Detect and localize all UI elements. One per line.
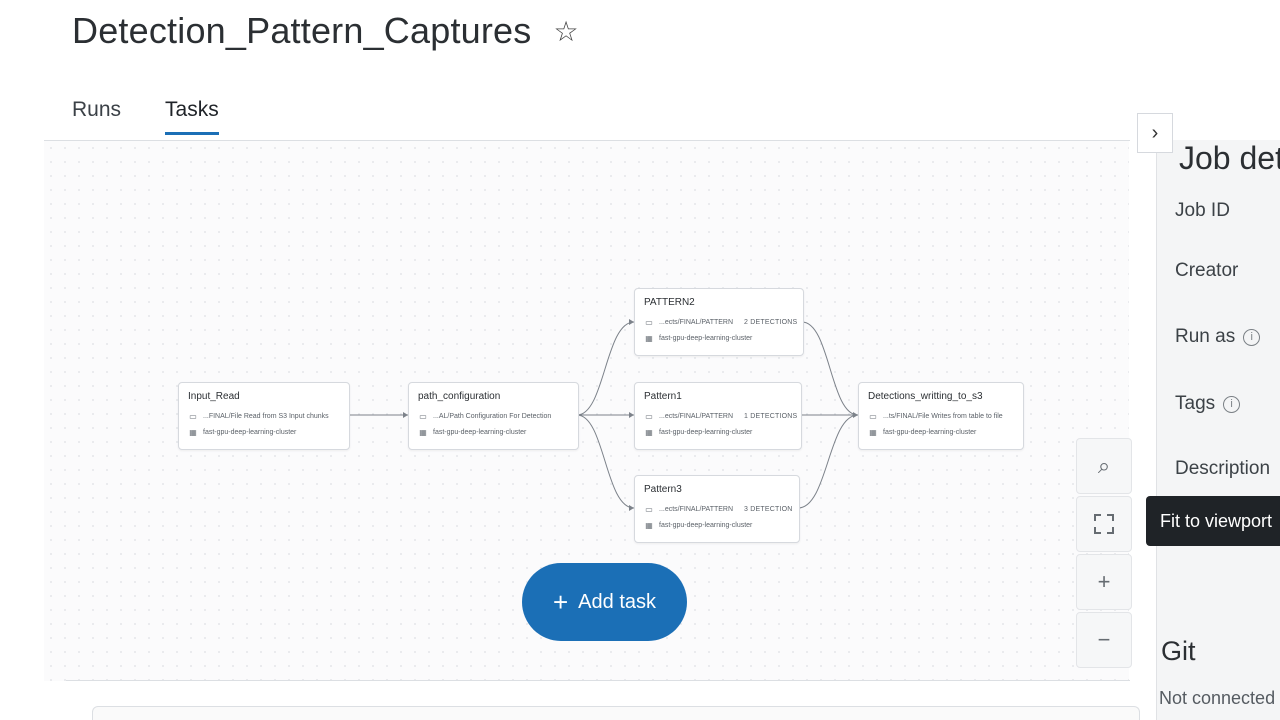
info-icon[interactable]: i bbox=[1243, 328, 1261, 346]
git-status[interactable]: Not connected bbox=[1159, 688, 1276, 708]
folder-icon: ▭ bbox=[645, 318, 653, 327]
task-path: ...ects/FINAL/PATTERN bbox=[659, 506, 734, 513]
task-path: ...FINAL/File Read from S3 Input chunks bbox=[203, 413, 329, 420]
run-as-label: Run as i bbox=[1175, 326, 1261, 348]
tab-divider bbox=[44, 140, 1130, 141]
job-id-label-text: Job ID bbox=[1175, 200, 1230, 221]
task-cluster: fast-gpu-deep-learning-cluster bbox=[659, 522, 753, 529]
canvas-bottom-divider bbox=[66, 680, 1130, 681]
creator-label: Creator bbox=[1175, 260, 1238, 282]
fit-viewport-icon bbox=[1094, 514, 1114, 534]
task-name: Detections_writting_to_s3 bbox=[868, 391, 983, 402]
bottom-panel-edge bbox=[92, 706, 1140, 720]
info-icon[interactable]: i bbox=[1223, 395, 1241, 413]
task-cluster: fast-gpu-deep-learning-cluster bbox=[883, 429, 977, 436]
add-task-button[interactable]: + Add task bbox=[522, 563, 687, 641]
description-label: Description bbox=[1175, 458, 1270, 480]
cluster-icon: ▦ bbox=[189, 428, 197, 437]
tags-label: Tags i bbox=[1175, 393, 1241, 415]
detections-badge: 3 DETECTION bbox=[744, 506, 793, 513]
task-node-pattern3[interactable]: Pattern3 ▭ ...ects/FINAL/PATTERN 3 DETEC… bbox=[634, 475, 800, 543]
cluster-icon: ▦ bbox=[645, 334, 653, 343]
task-cluster: fast-gpu-deep-learning-cluster bbox=[433, 429, 527, 436]
folder-icon: ▭ bbox=[189, 412, 197, 421]
task-name: path_configuration bbox=[418, 391, 501, 402]
tags-label-text: Tags bbox=[1175, 393, 1216, 414]
detections-badge: 2 DETECTIONS bbox=[744, 319, 798, 326]
tab-bar: Runs Tasks bbox=[72, 98, 219, 135]
task-path: ...ts/FINAL/File Writes from table to fi… bbox=[883, 413, 1003, 420]
job-details-panel: Job details Job ID Creator Run as i Tags… bbox=[1156, 140, 1280, 720]
task-node-path-configuration[interactable]: path_configuration ▭ ...AL/Path Configur… bbox=[408, 382, 579, 450]
search-icon: ⌕ bbox=[1097, 453, 1111, 478]
tab-runs[interactable]: Runs bbox=[72, 98, 122, 121]
task-node-input-read[interactable]: Input_Read ▭ ...FINAL/File Read from S3 … bbox=[178, 382, 350, 450]
task-name: PATTERN2 bbox=[644, 297, 695, 308]
task-path: ...AL/Path Configuration For Detection bbox=[433, 413, 552, 420]
folder-icon: ▭ bbox=[645, 505, 653, 514]
add-task-label: Add task bbox=[578, 590, 656, 613]
zoom-out-icon: − bbox=[1097, 627, 1111, 652]
zoom-in-icon: + bbox=[1097, 569, 1111, 594]
task-node-pattern1[interactable]: Pattern1 ▭ ...ects/FINAL/PATTERN 1 DETEC… bbox=[634, 382, 802, 450]
zoom-in-button[interactable]: + bbox=[1076, 554, 1132, 610]
zoom-out-button[interactable]: − bbox=[1076, 612, 1132, 668]
folder-icon: ▭ bbox=[419, 412, 427, 421]
task-node-detections-writing[interactable]: Detections_writting_to_s3 ▭ ...ts/FINAL/… bbox=[858, 382, 1024, 450]
star-icon[interactable]: ☆ bbox=[553, 15, 579, 47]
chevron-right-icon: › bbox=[1151, 121, 1159, 144]
task-name: Input_Read bbox=[188, 391, 240, 402]
cluster-icon: ▦ bbox=[645, 521, 653, 530]
cluster-icon: ▦ bbox=[869, 428, 877, 437]
task-cluster: fast-gpu-deep-learning-cluster bbox=[203, 429, 297, 436]
detections-badge: 1 DETECTIONS bbox=[744, 413, 798, 420]
tab-tasks[interactable]: Tasks bbox=[165, 98, 219, 135]
task-node-pattern2[interactable]: PATTERN2 ▭ ...ects/FINAL/PATTERN 2 DETEC… bbox=[634, 288, 804, 356]
task-cluster: fast-gpu-deep-learning-cluster bbox=[659, 335, 753, 342]
plus-icon: + bbox=[552, 587, 569, 617]
task-path: ...ects/FINAL/PATTERN bbox=[659, 319, 734, 326]
title-row: Detection_Pattern_Captures ☆ bbox=[72, 6, 579, 56]
cluster-icon: ▦ bbox=[419, 428, 427, 437]
job-id-label: Job ID bbox=[1175, 200, 1230, 222]
search-button[interactable]: ⌕ bbox=[1076, 438, 1132, 494]
fit-to-viewport-button[interactable] bbox=[1076, 496, 1132, 552]
folder-icon: ▭ bbox=[645, 412, 653, 421]
git-title: Git bbox=[1161, 636, 1196, 666]
description-label-text: Description bbox=[1175, 458, 1271, 479]
job-title: Detection_Pattern_Captures bbox=[72, 10, 532, 51]
run-as-label-text: Run as bbox=[1175, 326, 1236, 347]
task-name: Pattern1 bbox=[644, 391, 682, 402]
fit-to-viewport-tooltip: Fit to viewport bbox=[1146, 496, 1280, 546]
task-name: Pattern3 bbox=[644, 484, 682, 495]
cluster-icon: ▦ bbox=[645, 428, 653, 437]
folder-icon: ▭ bbox=[869, 412, 877, 421]
task-cluster: fast-gpu-deep-learning-cluster bbox=[659, 429, 753, 436]
panel-title: Job details bbox=[1179, 140, 1280, 176]
panel-toggle-button[interactable]: › bbox=[1137, 113, 1173, 153]
task-path: ...ects/FINAL/PATTERN bbox=[659, 413, 734, 420]
creator-label-text: Creator bbox=[1175, 260, 1239, 281]
